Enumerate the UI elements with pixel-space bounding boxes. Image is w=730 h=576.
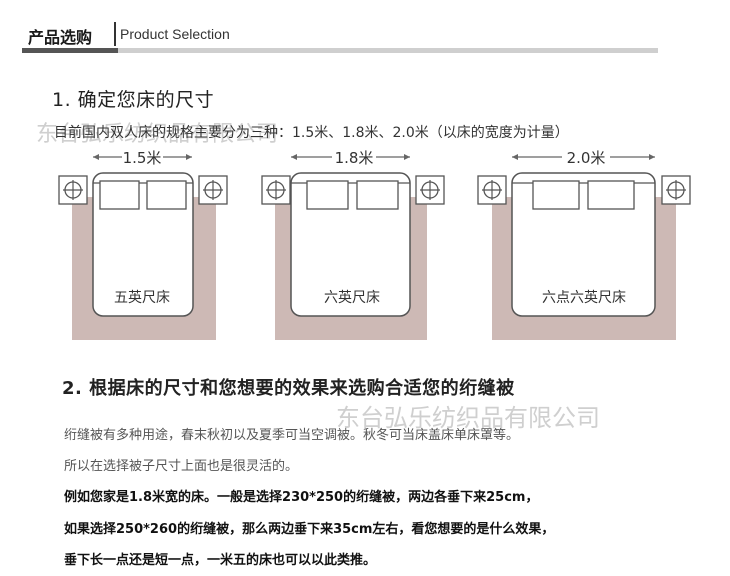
section-header: 产品选购 Product Selection [22, 18, 658, 54]
pillow-left [532, 180, 580, 210]
header-rule-dark [22, 48, 118, 53]
pillow-right [356, 180, 399, 210]
pillow-left [306, 180, 349, 210]
paragraph-line: 如果选择250*260的绗缝被，那么两边垂下来35cm左右，看您想要的是什么效果… [64, 522, 555, 537]
bed-name-label: 六点六英尺床 [542, 289, 626, 306]
dimension-arrow-right [186, 154, 192, 160]
pillow-right [587, 180, 635, 210]
dimension-arrow-right [404, 154, 410, 160]
paragraph-line: 例如您家是1.8米宽的床。一般是选择230*250的绗缝被，两边各垂下来25cm… [64, 490, 539, 505]
bed-diagram-1: 1.5米 五英尺床 [58, 149, 228, 340]
pillow-right [146, 180, 187, 210]
paragraph-line: 绗缝被有多种用途，春末秋初以及夏季可当空调被。秋冬可当床盖床单床罩等。 [64, 428, 520, 443]
watermark-bottom: 东台弘乐纺织品有限公司 [336, 404, 600, 432]
bed-name-label: 五英尺床 [114, 289, 170, 306]
section1-intro: 目前国内双人床的规格主要分为三种：1.5米、1.8米、2.0米（以床的宽度为计量… [54, 125, 569, 141]
bed-width-label: 1.5米 [123, 149, 162, 167]
bed-diagram-3: 2.0米 六点六英尺床 [477, 149, 691, 340]
header-title-cn: 产品选购 [28, 28, 93, 47]
dimension-arrow-left [93, 154, 99, 160]
header-separator [114, 22, 116, 46]
bed-diagram-2: 1.8米 六英尺床 [261, 149, 445, 340]
header-title-en: Product Selection [120, 26, 230, 42]
section1-title: 1. 确定您床的尺寸 [52, 89, 215, 111]
watermark-top: 东台弘乐纺织品有限公司 [36, 122, 279, 147]
paragraph-line: 垂下长一点还是短一点，一米五的床也可以以此类推。 [64, 553, 377, 568]
bed-name-label: 六英尺床 [324, 289, 380, 306]
pillow-left [99, 180, 140, 210]
paragraph-line: 所以在选择被子尺寸上面也是很灵活的。 [64, 459, 299, 474]
dimension-arrow-right [649, 154, 655, 160]
header-rule-light [118, 48, 658, 53]
dimension-arrow-left [512, 154, 518, 160]
section2-title: 2. 根据床的尺寸和您想要的效果来选购合适您的绗缝被 [62, 378, 515, 399]
dimension-arrow-left [291, 154, 297, 160]
bed-size-diagrams: 1.5米 五英尺床 1.8米 六英尺床 [58, 149, 691, 340]
bed-width-label: 2.0米 [567, 149, 606, 167]
bed-width-label: 1.8米 [335, 149, 374, 167]
